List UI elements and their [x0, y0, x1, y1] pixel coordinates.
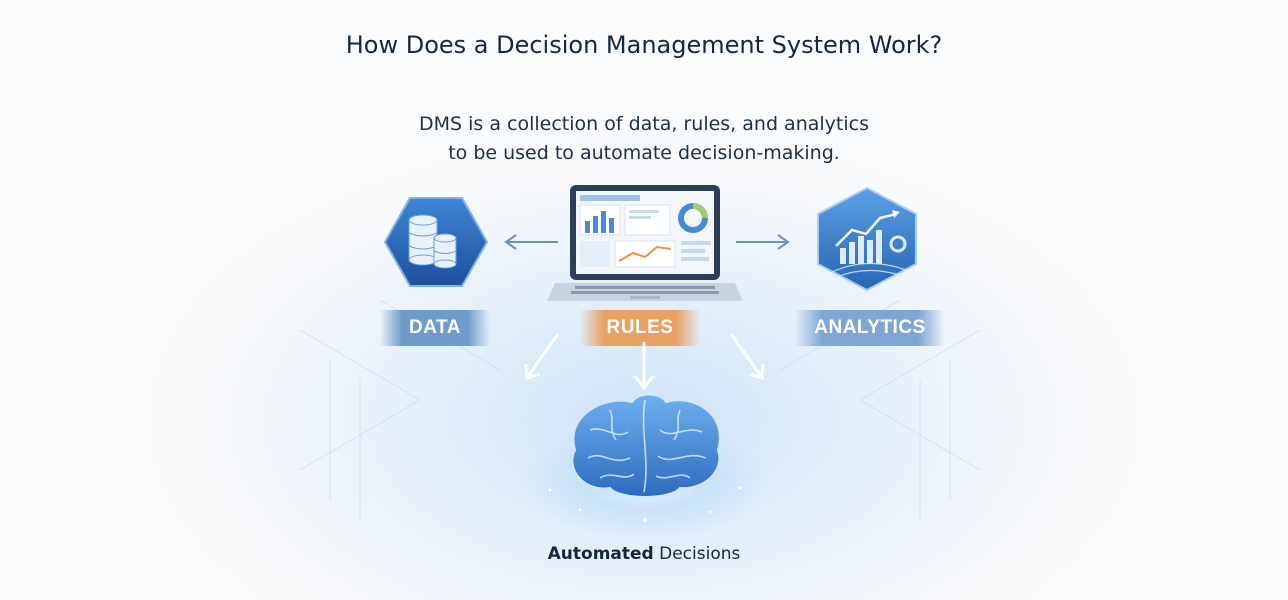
laptop-dashboard-icon [547, 185, 743, 301]
database-icon [383, 197, 489, 287]
data-label: DATA [380, 310, 490, 346]
subtitle-line-1: DMS is a collection of data, rules, and … [419, 113, 869, 135]
brain-icon [520, 393, 770, 540]
arrow-data-to-decisions [524, 333, 560, 380]
analytics-chart-icon [817, 186, 917, 292]
subtitle-line-2: to be used to automate decision-making. [448, 142, 840, 164]
arrow-rules-to-decisions [633, 342, 655, 391]
arrow-analytics-to-decisions [729, 333, 765, 380]
gear-icon [889, 235, 907, 253]
arrow-to-analytics [736, 234, 790, 250]
caption-bold: Automated [547, 544, 654, 564]
automated-decisions-caption: Automated Decisions [444, 544, 844, 564]
arrow-to-data [504, 234, 558, 250]
caption-rest: Decisions [653, 544, 741, 564]
rules-label: RULES [580, 310, 700, 346]
page-subtitle: DMS is a collection of data, rules, and … [344, 110, 944, 168]
analytics-label: ANALYTICS [795, 310, 945, 346]
page-title: How Does a Decision Management System Wo… [345, 31, 943, 59]
